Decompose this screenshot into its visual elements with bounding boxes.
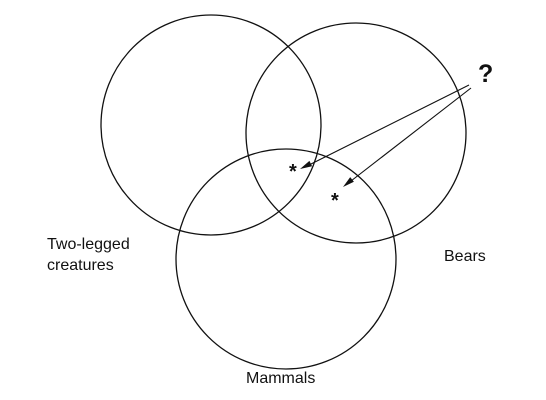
arrowhead-second-marker bbox=[343, 177, 354, 187]
arrowhead-first-marker bbox=[300, 160, 313, 169]
label-mammals: Mammals bbox=[246, 370, 316, 387]
marker-asterisk-1: * bbox=[289, 161, 297, 183]
label-two-legged-line-2: creatures bbox=[47, 257, 114, 274]
marker-asterisk-2: * bbox=[331, 190, 339, 212]
circle-bears bbox=[245, 22, 467, 244]
label-bears: Bears bbox=[444, 248, 486, 265]
arrow-to-second-marker bbox=[350, 87, 472, 182]
label-two-legged-creatures: Two-legged creatures bbox=[47, 234, 167, 276]
arrow-to-first-marker bbox=[308, 84, 470, 166]
circle-two-legged-creatures bbox=[100, 14, 322, 236]
question-mark: ? bbox=[478, 60, 494, 88]
label-two-legged-line-1: Two-legged bbox=[47, 236, 130, 253]
circle-mammals bbox=[175, 148, 397, 370]
